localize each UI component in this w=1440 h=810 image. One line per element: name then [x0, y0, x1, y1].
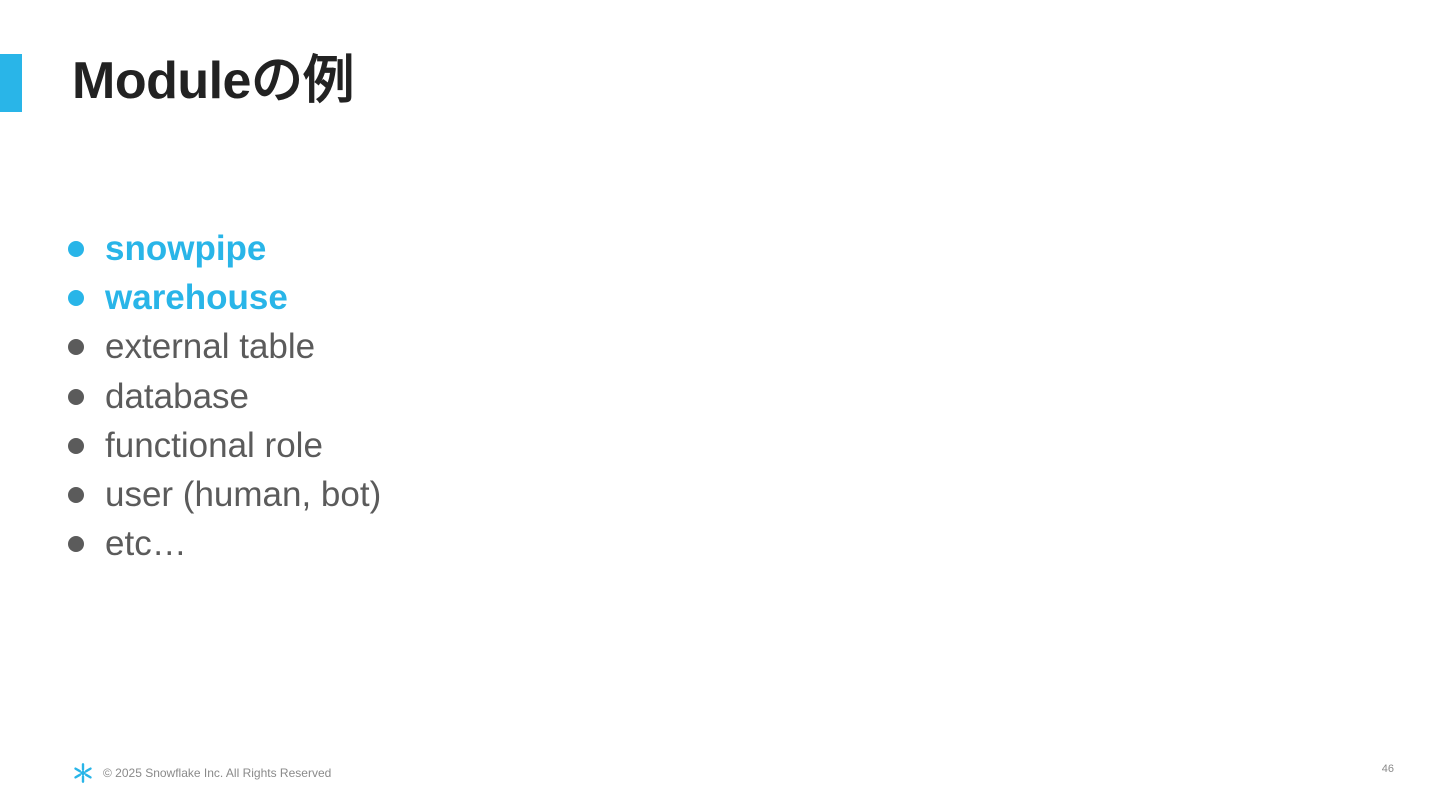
bullet-dot-icon — [68, 487, 84, 504]
page-number: 46 — [1381, 763, 1394, 775]
bullet-label: functional role — [105, 425, 323, 465]
bullet-label: user (human, bot) — [105, 475, 382, 515]
bullet-dot-icon — [68, 388, 84, 405]
bullet-dot-icon — [68, 289, 84, 306]
bullet-label: snowpipe — [105, 228, 267, 268]
bullet-item-warehouse: warehouse — [68, 273, 381, 322]
bullet-list: snowpipe warehouse external table databa… — [68, 224, 381, 569]
bullet-dot-icon — [68, 240, 84, 257]
bullet-dot-icon — [68, 339, 84, 356]
bullet-label: etc… — [105, 524, 187, 564]
bullet-dot-icon — [68, 536, 84, 553]
bullet-item-etc: etc… — [68, 520, 381, 569]
bullet-item-user: user (human, bot) — [68, 470, 381, 519]
footer: © 2025 Snowflake Inc. All Rights Reserve… — [72, 762, 331, 784]
bullet-label: database — [105, 376, 250, 416]
snowflake-logo-icon — [74, 763, 92, 783]
bullet-item-snowpipe: snowpipe — [68, 224, 381, 273]
bullet-label: warehouse — [105, 277, 288, 317]
bullet-dot-icon — [68, 437, 84, 454]
slide-title: Moduleの例 — [72, 52, 354, 110]
bullet-item-functional-role: functional role — [68, 421, 381, 470]
title-accent-bar — [0, 54, 22, 112]
bullet-item-external-table: external table — [68, 323, 381, 372]
bullet-label: external table — [105, 327, 316, 367]
copyright-text: © 2025 Snowflake Inc. All Rights Reserve… — [103, 766, 332, 780]
bullet-item-database: database — [68, 372, 381, 421]
